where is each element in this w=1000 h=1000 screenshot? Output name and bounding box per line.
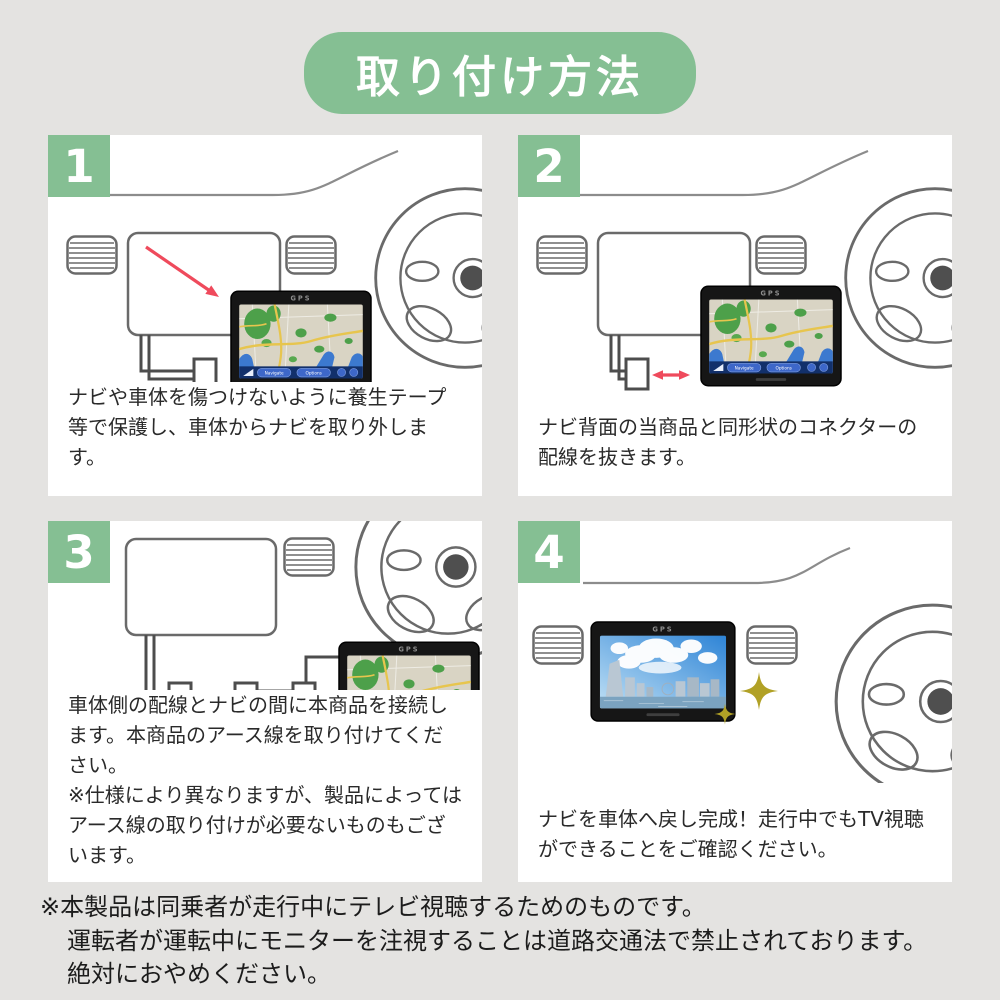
footer-line: 絶対におやめください。 (67, 960, 331, 989)
red-arrow-icon (145, 245, 219, 297)
connector-icon (291, 681, 317, 690)
steps-grid: 1 (48, 135, 952, 882)
step-number-badge: 3 (48, 521, 110, 583)
step-1-illustration (48, 135, 482, 382)
wiring (139, 335, 194, 381)
connector-icon (233, 681, 259, 690)
double-arrow-icon (652, 370, 690, 380)
dashboard-line (76, 149, 399, 197)
dashboard-line (583, 546, 851, 585)
page-title: 取り付け方法 (304, 32, 696, 114)
step-caption-text: ナビを車体へ戻し完成！走行中でもTV視聴ができることをご確認ください。 (538, 807, 924, 861)
step-panel-3: 3 (48, 521, 482, 882)
step-caption: ナビや車体を傷つけないように養生テープ等で保護し、車体からナビを取り外します。 (48, 382, 482, 496)
step-caption: ナビ背面の当商品と同形状のコネクターの配線を抜きます。 (518, 412, 952, 496)
wiring (144, 635, 348, 690)
step-caption: ナビを車体へ戻し完成！走行中でもTV視聴ができることをご確認ください。 (518, 804, 952, 882)
step-number-badge: 2 (518, 135, 580, 197)
wiring (609, 335, 626, 381)
footer-line: 運転者が運転中にモニターを注視することは道路交通法で禁止されております。 (67, 926, 928, 955)
connector-icon (624, 357, 650, 391)
step-4-illustration (518, 521, 952, 783)
step-number-badge: 1 (48, 135, 110, 197)
connector-icon (167, 681, 193, 690)
footer-line: ※本製品は同乗者が走行中にテレビ視聴するためのものです。 (40, 893, 706, 921)
step-3-illustration (48, 521, 482, 690)
footer-warning: ※本製品は同乗者が走行中にテレビ視聴するためのものです。 運転者が運転中にモニタ… (40, 891, 976, 992)
step-panel-2: 2 (518, 135, 952, 496)
page-title-text: 取り付け方法 (356, 52, 644, 103)
step-caption-text: ナビや車体を傷つけないように養生テープ等で保護し、車体からナビを取り外します。 (68, 385, 447, 469)
sparkle-icon (714, 672, 778, 725)
head-unit-outline (124, 537, 278, 637)
step-caption: 車体側の配線とナビの間に本商品を接続します。本商品のアース線を取り付けてください… (48, 690, 482, 882)
step-caption-note: ※仕様により異なりますが、製品によってはアース線の取り付けが必要ないものもござい… (68, 783, 462, 867)
step-2-illustration (518, 135, 952, 412)
connector-icon (192, 357, 218, 382)
step-caption-text: ナビ背面の当商品と同形状のコネクターの配線を抜きます。 (538, 415, 918, 469)
dashboard-line (546, 149, 869, 197)
step-number-badge: 4 (518, 521, 580, 583)
step-panel-4: 4 ナビを車体へ戻し完成！走行中でもTV視聴ができることをご確認ください。 (518, 521, 952, 882)
step-caption-text: 車体側の配線とナビの間に本商品を接続します。本商品のアース線を取り付けてください… (68, 693, 448, 777)
step-panel-1: 1 (48, 135, 482, 496)
